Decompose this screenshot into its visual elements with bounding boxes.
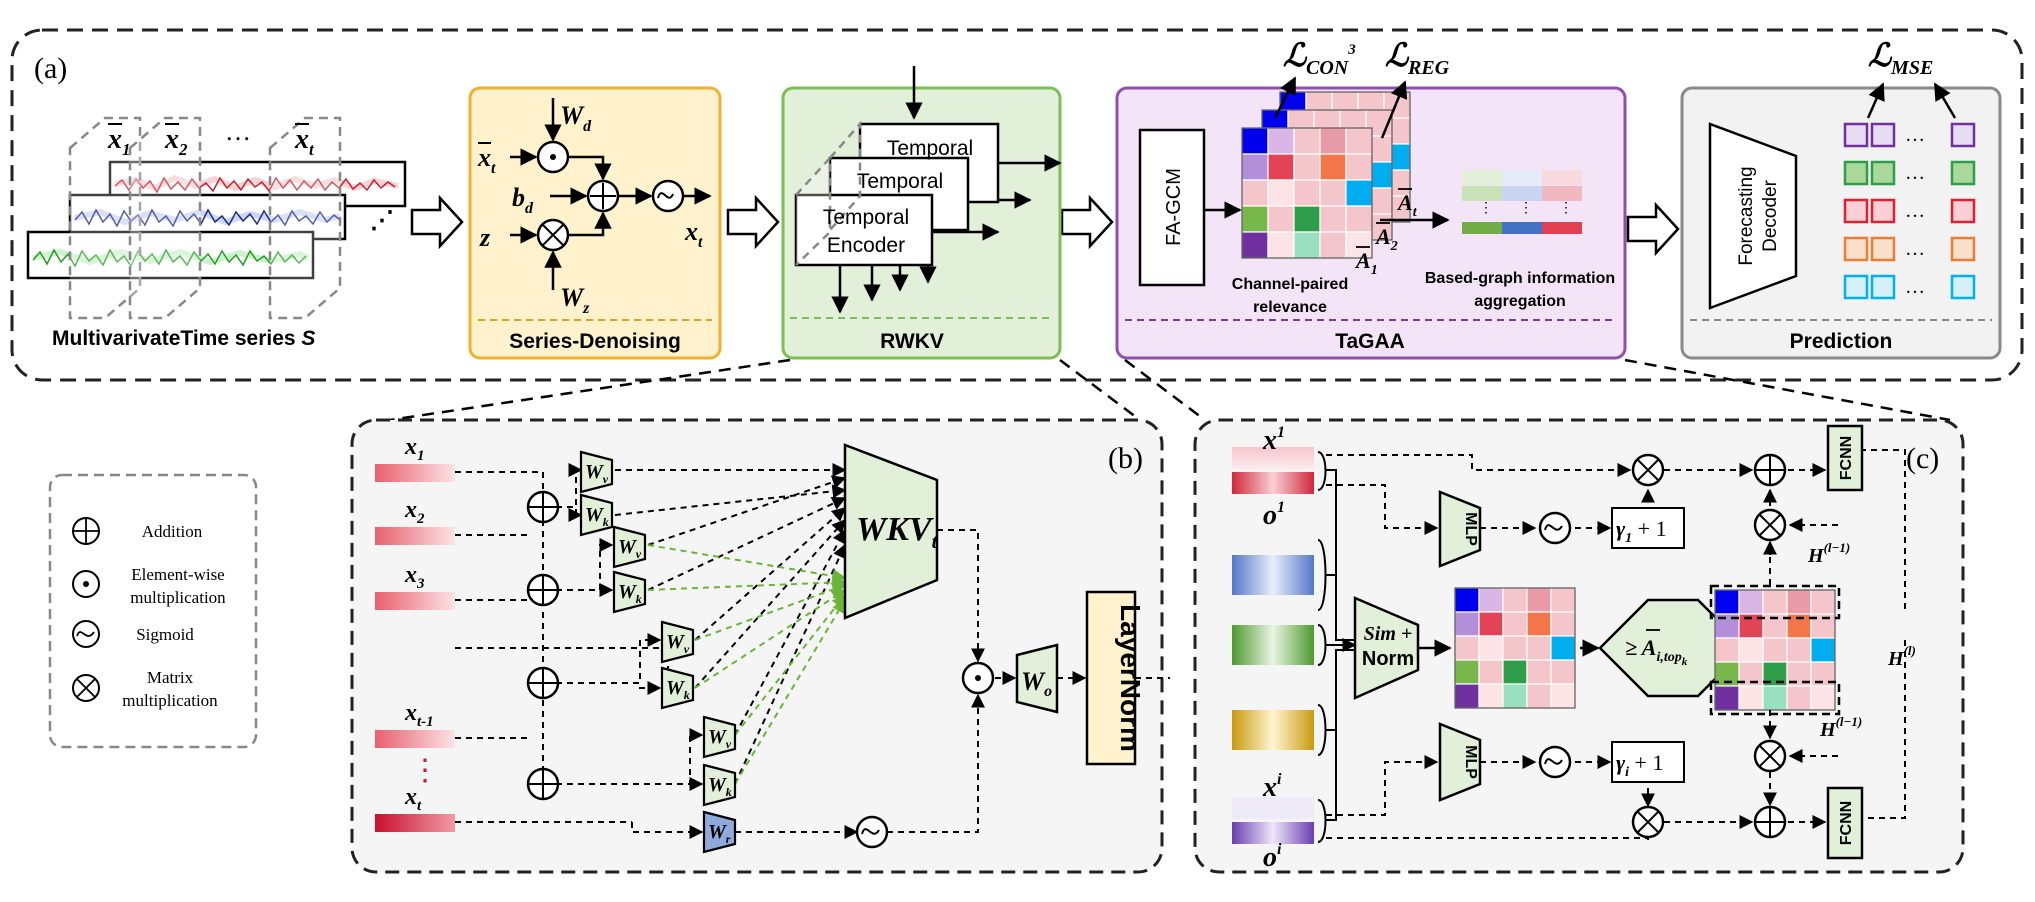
svg-text:…: … (1905, 124, 1925, 146)
svg-text:MLP: MLP (1462, 745, 1479, 779)
input-label: x2 (404, 497, 425, 527)
svg-text:xt: xt (684, 217, 703, 251)
series-denoising-module: Series-Denoising Wd xt bd z Wz xt (468, 86, 722, 360)
svg-text:o1: o1 (1263, 499, 1285, 531)
svg-text:…: … (225, 117, 251, 146)
legend-item: multiplication (122, 691, 218, 710)
svg-text:xi: xi (1262, 771, 1282, 803)
svg-text:⋮: ⋮ (1519, 199, 1533, 215)
input-label: x1 (404, 434, 425, 464)
svg-text:Temporal: Temporal (823, 206, 909, 229)
svg-text:FA-GCM: FA-GCM (1163, 168, 1185, 246)
svg-text:≥ Ai,topk: ≥ Ai,topk (1625, 635, 1688, 668)
svg-text:Sim +: Sim + (1364, 623, 1413, 645)
svg-text:Forecasting: Forecasting (1736, 166, 1757, 265)
svg-text:⋮: ⋮ (1559, 199, 1573, 215)
svg-text:ℒMSE: ℒMSE (1868, 37, 1933, 79)
svg-text:Wk: Wk (708, 774, 732, 799)
input-label: xt (404, 784, 422, 814)
svg-text:Wv: Wv (618, 536, 642, 561)
panel-a-label: (a) (34, 52, 67, 85)
svg-text:ℒREG: ℒREG (1385, 37, 1450, 79)
svg-text:(c): (c) (1906, 442, 1939, 475)
svg-text:Wz: Wz (560, 283, 590, 317)
svg-text:z: z (479, 223, 491, 252)
legend-item: Addition (142, 522, 203, 541)
svg-text:Decoder: Decoder (1760, 179, 1781, 251)
svg-text:WKVt: WKVt (856, 511, 939, 553)
svg-text:FCNN: FCNN (1838, 801, 1855, 845)
x1-label: x1 (107, 124, 131, 159)
svg-text:Wd: Wd (560, 101, 592, 135)
tagaa-module: TaGAA FA-GCM ℒCON3 ℒREG At A2 A1 ⋮ ⋮ ⋮ Cha… (1115, 37, 1627, 360)
svg-text:At: At (1396, 190, 1418, 220)
x2-label: x2 (164, 124, 188, 159)
denoise-title: Series-Denoising (509, 330, 681, 353)
svg-text:relevance: relevance (1253, 299, 1327, 316)
svg-text:H(l−1): H(l−1) (1807, 540, 1850, 567)
svg-text:Wv: Wv (708, 726, 732, 751)
prediction-title: Prediction (1790, 330, 1893, 353)
input-time-series: ⋰ x1 x2 … xt MultivarivateTime series S (26, 116, 407, 350)
svg-text:Encoder: Encoder (827, 234, 905, 257)
svg-text:Channel-paired: Channel-paired (1232, 276, 1348, 293)
svg-text:Based-graph information: Based-graph information (1425, 270, 1615, 287)
rwkv-title: RWKV (880, 330, 944, 353)
svg-text:(b): (b) (1108, 442, 1143, 475)
svg-text:Wv: Wv (666, 631, 690, 656)
svg-text:…: … (1905, 200, 1925, 222)
svg-text:Wk: Wk (585, 504, 609, 529)
svg-text:Wv: Wv (585, 461, 609, 486)
legend-item: Matrix (147, 668, 194, 687)
zoom-connectors (389, 358, 1951, 422)
svg-text:Wo: Wo (1021, 667, 1052, 700)
legend-item: Sigmoid (136, 625, 194, 644)
svg-text:Temporal: Temporal (887, 137, 973, 160)
svg-text:A2: A2 (1374, 224, 1398, 254)
svg-text:Norm: Norm (1362, 648, 1414, 670)
svg-text:⋰: ⋰ (370, 208, 394, 234)
svg-text:…: … (1905, 162, 1925, 184)
svg-text:H(l): H(l) (1887, 643, 1916, 670)
svg-text:aggregation: aggregation (1474, 293, 1566, 310)
prediction-module: Prediction Forecasting Decoder … … … … … ℒMS… (1680, 37, 2002, 360)
svg-text:xt: xt (477, 143, 496, 177)
svg-text:⋮: ⋮ (410, 754, 440, 787)
svg-text:…: … (1905, 276, 1925, 298)
flow-arrows (410, 194, 1680, 257)
svg-text:bd: bd (512, 183, 534, 217)
input-label: xt-1 (404, 700, 434, 730)
svg-text:⋮: ⋮ (1479, 199, 1493, 215)
svg-text:A1: A1 (1354, 248, 1378, 278)
input-label: x3 (404, 562, 425, 592)
xt-label: xt (294, 124, 315, 159)
svg-text:Wk: Wk (666, 677, 690, 702)
svg-text:Wr: Wr (708, 821, 731, 846)
legend-item: Element-wise (131, 565, 224, 584)
svg-text:FCNN: FCNN (1838, 436, 1855, 480)
top-frame (10, 28, 2024, 382)
svg-text:MLP: MLP (1462, 512, 1479, 546)
svg-text:oi: oi (1263, 841, 1282, 873)
svg-text:Wk: Wk (618, 581, 642, 606)
svg-text:…: … (1905, 238, 1925, 260)
svg-text:x1: x1 (1262, 424, 1285, 456)
legend-item: multiplication (130, 588, 226, 607)
svg-text:γi + 1: γi + 1 (1616, 750, 1663, 780)
svg-text:γ1 + 1: γ1 + 1 (1616, 516, 1667, 546)
svg-text:H(l−1): H(l−1) (1819, 714, 1862, 741)
panel-b-rwkv-detail: (b) x1 x2 x3 xt-1 xt ⋮ (350, 418, 1170, 874)
tagaa-title: TaGAA (1335, 330, 1405, 353)
svg-text:Temporal: Temporal (857, 170, 943, 193)
legend: Addition Element-wise multiplication Sig… (48, 473, 258, 749)
svg-text:ℒCON3: ℒCON3 (1283, 37, 1356, 79)
svg-text:LayerNorm: LayerNorm (1115, 604, 1146, 752)
input-title: MultivarivateTime series S (52, 327, 315, 350)
panel-c-tagaa-detail: (c) x1 o1 xi oi Sim + Norm (1193, 418, 1965, 874)
rwkv-module: RWKV Temporal Temporal Temporal Encoder (781, 66, 1062, 360)
